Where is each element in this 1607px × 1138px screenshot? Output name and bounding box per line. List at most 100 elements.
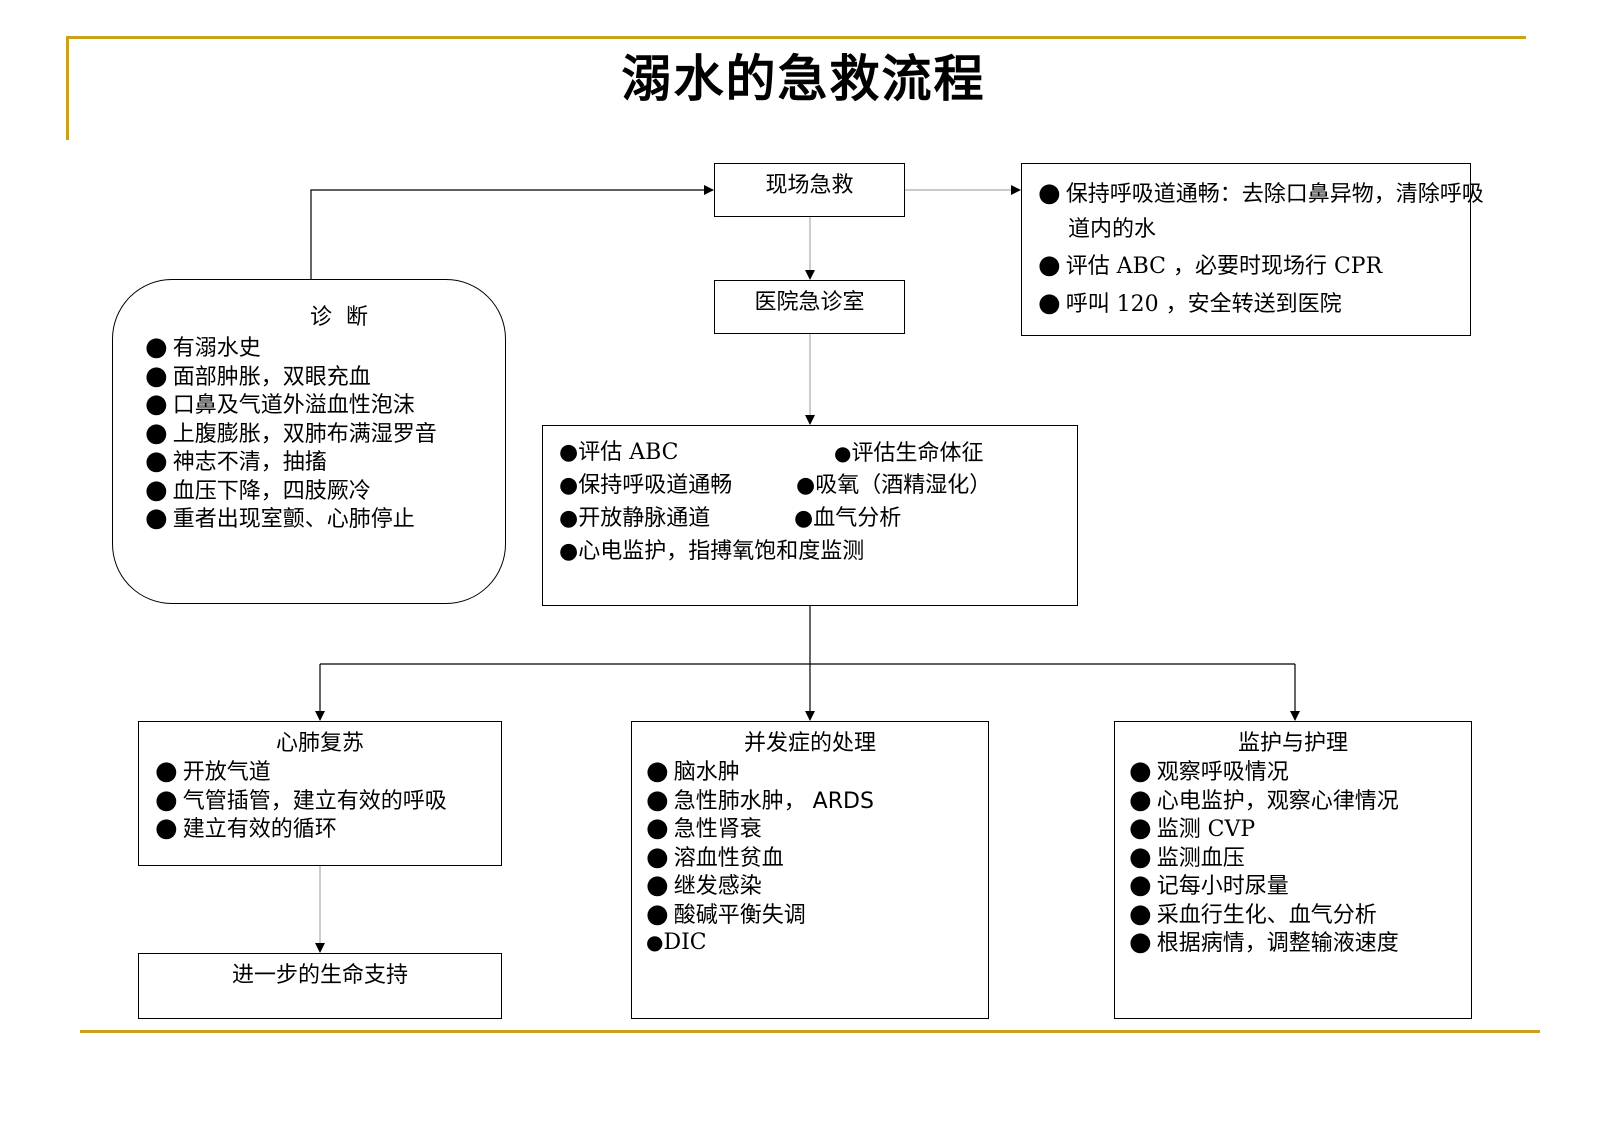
left-accent-line <box>66 36 69 140</box>
list-item-text: 开放气道 <box>182 760 271 785</box>
bullet-icon: ● <box>834 441 852 465</box>
list-item: ●面部肿胀，双眼充血 <box>145 362 505 392</box>
list-item-text: 酸碱平衡失调 <box>673 902 806 928</box>
list-item: ●心电监护，指搏氧饱和度监测 <box>559 537 864 567</box>
list-item-text: DIC <box>663 930 707 955</box>
list-item-text: 评估生命体征 <box>851 441 984 466</box>
list-item: ●观察呼吸情况 <box>1129 756 1471 787</box>
monitoring-list: ●观察呼吸情况 ●心电监护，观察心律情况 ●监测 CVP ●监测血压 ●记每小时… <box>1129 756 1471 958</box>
list-item-text: 保持呼吸道通畅：去除口鼻异物，清除呼吸道内的水 <box>1065 182 1484 242</box>
complications-list: ●脑水肿 ●急性肺水肿， ARDS ●急性肾衰 ●溶血性贫血 ●继发感染 ●酸碱… <box>646 756 988 957</box>
list-item: ●继发感染 <box>646 870 988 901</box>
bullet-icon: ● <box>1129 870 1152 900</box>
monitoring-box: 监护与护理 ●观察呼吸情况 ●心电监护，观察心律情况 ●监测 CVP ●监测血压… <box>1114 721 1472 1019</box>
complications-title: 并发症的处理 <box>743 731 876 756</box>
bullet-icon: ● <box>796 473 816 498</box>
list-item: ●神志不清，抽搐 <box>145 446 505 477</box>
bullet-icon: ● <box>155 813 178 843</box>
page-title: 溺水的急救流程 <box>621 50 986 108</box>
list-item: ●开放静脉通道 <box>559 504 710 534</box>
list-item: ●呼叫 120 ，安全转送到医院 <box>1038 285 1470 323</box>
bullet-icon: ● <box>646 870 669 900</box>
cpr-title: 心肺复苏 <box>275 731 364 756</box>
top-accent-line <box>66 36 1526 39</box>
bullet-icon: ● <box>559 539 579 564</box>
diagnosis-title: 诊断 <box>310 305 383 330</box>
bullet-icon: ● <box>646 930 664 954</box>
list-item-text: 继发感染 <box>673 874 762 899</box>
bullet-icon: ● <box>1129 784 1152 815</box>
list-item: ●根据病情，调整输液速度 <box>1129 928 1471 958</box>
list-item-text: 心电监护，指搏氧饱和度监测 <box>578 539 865 564</box>
list-item: ●评估生命体征 <box>834 438 983 469</box>
scene-actions-list: ●保持呼吸道通畅：去除口鼻异物，清除呼吸道内的水 ●评估 ABC ，必要时现场行… <box>1038 176 1484 323</box>
list-item-text: 急性肺水肿， ARDS <box>673 788 874 814</box>
list-item: ●评估 ABC <box>559 438 679 468</box>
bullet-icon: ● <box>646 841 669 872</box>
bullet-icon: ● <box>646 898 669 929</box>
list-item: ●急性肾衰 <box>646 813 988 844</box>
list-item: ●吸氧（酒精湿化） <box>796 471 991 501</box>
list-item: ●保持呼吸道通畅：去除口鼻异物，清除呼吸道内的水 <box>1038 176 1488 247</box>
list-item: ●监测血压 <box>1129 841 1471 873</box>
list-item: ●气管插管，建立有效的呼吸 <box>155 784 501 816</box>
list-item: ●重者出现室颤、心肺停止 <box>145 504 505 534</box>
complications-box: 并发症的处理 ●脑水肿 ●急性肺水肿， ARDS ●急性肾衰 ●溶血性贫血 ●继… <box>631 721 989 1019</box>
further-life-support-box: 进一步的生命支持 <box>138 953 502 1019</box>
list-item-text: 上腹膨胀，双肺布满湿罗音 <box>172 421 437 447</box>
emergency-room-title: 医院急诊室 <box>754 290 865 315</box>
list-item-text: 脑水肿 <box>673 760 740 785</box>
bullet-icon: ● <box>559 473 579 498</box>
cpr-box: 心肺复苏 ●开放气道 ●气管插管，建立有效的呼吸 ●建立有效的循环 <box>138 721 502 866</box>
list-item: ●口鼻及气道外溢血性泡沫 <box>145 389 505 420</box>
bullet-icon: ● <box>145 446 168 476</box>
bullet-icon: ● <box>646 756 669 786</box>
list-item-text: 保持呼吸道通畅 <box>578 473 733 498</box>
list-item-text: 血气分析 <box>813 506 902 531</box>
list-item: ●DIC <box>646 929 988 957</box>
scene-actions-box: ●保持呼吸道通畅：去除口鼻异物，清除呼吸道内的水 ●评估 ABC ，必要时现场行… <box>1021 163 1484 336</box>
bullet-icon: ● <box>559 440 579 465</box>
list-item-text: 血压下降，四肢厥冷 <box>172 478 371 504</box>
list-item-text: 面部肿胀，双眼充血 <box>172 364 371 390</box>
list-item: ●评估 ABC ，必要时现场行 CPR <box>1038 247 1470 285</box>
list-item-text: 神志不清，抽搐 <box>172 450 327 475</box>
list-item-text: 呼叫 120 ，安全转送到医院 <box>1065 292 1342 317</box>
list-item: ●建立有效的循环 <box>155 813 501 844</box>
bullet-icon: ● <box>145 332 168 362</box>
list-item-text: 开放静脉通道 <box>578 506 711 531</box>
connector-diagnosis-to-scene <box>310 185 714 279</box>
bullet-icon: ● <box>646 784 669 815</box>
list-item-text: 评估 ABC ，必要时现场行 CPR <box>1065 254 1383 279</box>
hospital-treatment-box: ●评估 ABC ●保持呼吸道通畅 ●开放静脉通道 ●心电监护，指搏氧饱和度监测 … <box>542 425 1078 606</box>
list-item-text: 心电监护，观察心律情况 <box>1156 788 1399 814</box>
list-item: ●采血行生化、血气分析 <box>1129 898 1471 930</box>
list-item: ●保持呼吸道通畅 <box>559 471 732 501</box>
bullet-icon: ● <box>1129 756 1152 786</box>
list-item: ●血压下降，四肢厥冷 <box>145 474 505 506</box>
further-life-support-title: 进一步的生命支持 <box>231 963 408 988</box>
cpr-list: ●开放气道 ●气管插管，建立有效的呼吸 ●建立有效的循环 <box>155 757 501 844</box>
bullet-icon: ● <box>155 784 178 815</box>
bullet-icon: ● <box>145 389 168 419</box>
list-item-text: 监测血压 <box>1156 845 1245 871</box>
list-item-text: 气管插管，建立有效的呼吸 <box>182 788 447 814</box>
emergency-room-box: 医院急诊室 <box>714 280 905 334</box>
bullet-icon: ● <box>1129 841 1152 872</box>
bullet-icon: ● <box>646 813 669 843</box>
list-item: ●上腹膨胀，双肺布满湿罗音 <box>145 419 505 449</box>
list-item-text: 记每小时尿量 <box>1156 874 1289 899</box>
scene-rescue-box: 现场急救 <box>714 163 905 217</box>
list-item-text: 急性肾衰 <box>673 817 762 842</box>
bullet-icon: ● <box>559 506 579 531</box>
list-item-text: 根据病情，调整输液速度 <box>1156 931 1399 956</box>
bullet-icon: ● <box>145 474 168 505</box>
scene-rescue-title: 现场急救 <box>765 173 854 198</box>
bullet-icon: ● <box>1038 178 1061 208</box>
list-item-text: 口鼻及气道外溢血性泡沫 <box>172 393 415 418</box>
list-item-text: 建立有效的循环 <box>182 817 337 842</box>
bullet-icon: ● <box>794 506 814 531</box>
bullet-icon: ● <box>1129 898 1152 929</box>
list-item-text: 重者出现室颤、心肺停止 <box>172 507 415 532</box>
monitoring-title: 监护与护理 <box>1237 731 1348 756</box>
